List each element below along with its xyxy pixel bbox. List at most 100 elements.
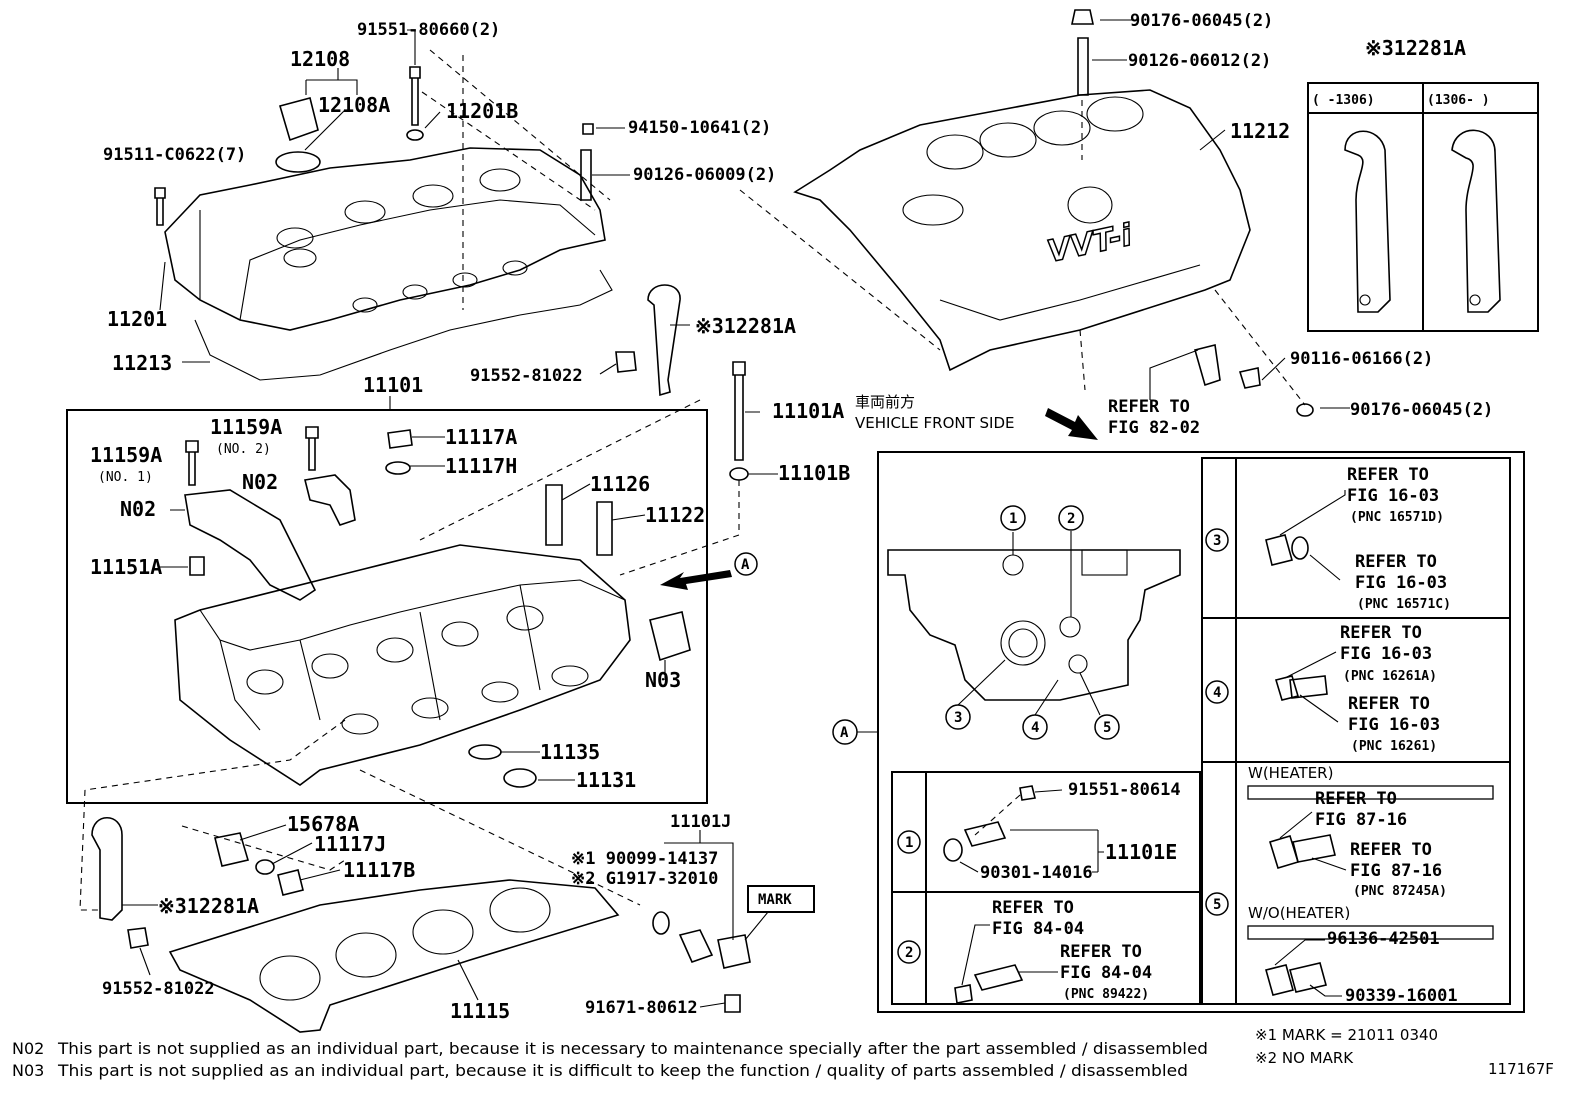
camshaft-cap-no1-drawing: [184, 489, 317, 601]
label-91552-81022-low[interactable]: 91552-81022: [102, 979, 215, 999]
label-91671-80612[interactable]: 91671-80612: [585, 998, 698, 1018]
sub-circle-4-label: 4: [1213, 685, 1221, 701]
label-94150-10641[interactable]: 94150-10641(2): [628, 118, 771, 138]
label-90116-06166[interactable]: 90116-06166(2): [1290, 349, 1433, 369]
label-11101B[interactable]: 11101B: [778, 461, 850, 485]
label-11101J[interactable]: 11101J: [670, 812, 731, 832]
label-12281A-box[interactable]: ※312281A: [1365, 36, 1466, 60]
label-11213[interactable]: 11213: [112, 351, 172, 375]
engine-cover-group: VVT-i: [739, 9, 1350, 417]
d2-fig1[interactable]: FIG 84-04: [992, 919, 1084, 939]
d1-gasket-label[interactable]: 90301-14016: [980, 863, 1093, 883]
cylinder-head-cover-group: [154, 29, 630, 381]
d5-p2[interactable]: 90339-16001: [1345, 986, 1458, 1006]
label-11117B[interactable]: 11117B: [343, 858, 415, 882]
detail-a-letter: A: [840, 725, 849, 741]
detail-circle-2-label: 2: [1067, 511, 1075, 527]
d2-refer2: REFER TO: [1060, 942, 1142, 962]
label-15678A[interactable]: 15678A: [287, 812, 359, 836]
detail-circle-2[interactable]: [1058, 505, 1084, 531]
d4-fig2[interactable]: FIG 16-03: [1348, 715, 1440, 735]
oil-filler-cap-drawing: [279, 97, 319, 142]
label-11126[interactable]: 11126: [590, 472, 650, 496]
label-11159A-no2[interactable]: 11159A: [210, 415, 282, 439]
d4-refer2: REFER TO: [1348, 694, 1430, 714]
label-11159A-no1[interactable]: 11159A: [90, 443, 162, 467]
cylinder-head-cover-drawing: [164, 147, 606, 331]
sub-circle-1-label: 1: [905, 835, 913, 851]
d1-bolt-label[interactable]: 91551-80614: [1068, 780, 1181, 800]
label-11201[interactable]: 11201: [107, 307, 167, 331]
callout-a-circle[interactable]: [734, 552, 758, 576]
callout-a-letter: A: [741, 557, 750, 573]
engine-block-detail-drawing: [887, 549, 1181, 701]
d5-fig1[interactable]: FIG 87-16: [1315, 810, 1407, 830]
bracket-drawing-mid: [647, 284, 681, 397]
label-11201B[interactable]: 11201B: [446, 99, 518, 123]
detail-circle-4[interactable]: [1022, 714, 1048, 740]
label-11131[interactable]: 11131: [576, 768, 636, 792]
detail-view-a: A 1 2 3 4 5 1 2: [832, 451, 1525, 1013]
refer-to-82-line1: REFER TO: [1108, 397, 1190, 417]
label-11135[interactable]: 11135: [540, 740, 600, 764]
d3-fig2[interactable]: FIG 16-03: [1355, 573, 1447, 593]
d2-fig2[interactable]: FIG 84-04: [1060, 963, 1152, 983]
note-n02-code: N02: [12, 1039, 44, 1058]
label-12281A-low[interactable]: ※312281A: [158, 894, 259, 918]
figure-number: 117167F: [1488, 1060, 1554, 1078]
label-11117H[interactable]: 11117H: [445, 454, 517, 478]
cylinder-head-drawing: [174, 544, 631, 786]
label-90126-06009[interactable]: 90126-06009(2): [633, 165, 776, 185]
d5-fig2[interactable]: FIG 87-16: [1350, 861, 1442, 881]
d5-pnc: (PNC 87245A): [1353, 884, 1447, 899]
d4-fig1[interactable]: FIG 16-03: [1340, 644, 1432, 664]
label-12108[interactable]: 12108: [290, 47, 350, 71]
vvti-logo: VVT-i: [1044, 218, 1135, 270]
label-12281A-mid[interactable]: ※312281A: [695, 314, 796, 338]
label-mark2-part[interactable]: ※2 G1917-32010: [571, 869, 718, 889]
d3-fig1[interactable]: FIG 16-03: [1347, 486, 1439, 506]
label-11151A[interactable]: 11151A: [90, 555, 162, 579]
label-90176-06045-right[interactable]: 90176-06045(2): [1350, 400, 1493, 420]
label-n02-b[interactable]: N02: [120, 497, 156, 521]
label-11101[interactable]: 11101: [363, 373, 423, 397]
refer-to-82-line2[interactable]: FIG 82-02: [1108, 418, 1200, 438]
detail-circle-1-label: 1: [1009, 511, 1017, 527]
bracket-drawing-low: [91, 817, 123, 921]
label-n03[interactable]: N03: [645, 668, 681, 692]
d5-wo-heater: W/O(HEATER): [1248, 904, 1350, 922]
label-91552-81022-mid[interactable]: 91552-81022: [470, 366, 583, 386]
label-91551-80660[interactable]: 91551-80660(2): [357, 20, 500, 40]
label-11115[interactable]: 11115: [450, 999, 510, 1023]
label-11117J[interactable]: 11117J: [314, 832, 386, 856]
sub-circle-1[interactable]: [897, 830, 921, 854]
label-91511-C0622[interactable]: 91511-C0622(7): [103, 145, 246, 165]
label-11117A[interactable]: 11117A: [445, 425, 517, 449]
label-mark1-part[interactable]: ※1 90099-14137: [571, 849, 718, 869]
label-11212[interactable]: 11212: [1230, 119, 1290, 143]
range-left: ( -1306): [1312, 93, 1375, 108]
label-no1: (NO. 1): [98, 470, 153, 485]
label-90176-06045-top[interactable]: 90176-06045(2): [1130, 11, 1273, 31]
d5-refer1: REFER TO: [1315, 789, 1397, 809]
label-n02-a[interactable]: N02: [242, 470, 278, 494]
note-mark1: ※1 MARK = 21011 0340: [1255, 1026, 1438, 1044]
detail-circle-5[interactable]: [1094, 714, 1120, 740]
sub-circle-3-label: 3: [1213, 533, 1221, 549]
view-a-arrow-icon: [660, 570, 732, 590]
label-11122[interactable]: 11122: [645, 503, 705, 527]
detail-circle-3[interactable]: [945, 704, 971, 730]
d1-part-label[interactable]: 11101E: [1105, 840, 1177, 864]
note-n03-code: N03: [12, 1061, 44, 1080]
sub-circle-4[interactable]: [1205, 680, 1229, 704]
label-90126-06012[interactable]: 90126-06012(2): [1128, 51, 1271, 71]
detail-circle-1[interactable]: [1000, 505, 1026, 531]
label-12108A[interactable]: 12108A: [318, 93, 390, 117]
sub-circle-5[interactable]: [1205, 892, 1229, 916]
sub-circle-2[interactable]: [897, 940, 921, 964]
cylinder-head-group: [84, 426, 732, 791]
label-11101A[interactable]: 11101A: [772, 399, 844, 423]
sub-circle-3[interactable]: [1205, 528, 1229, 552]
d4-pnc1: (PNC 16261A): [1343, 669, 1437, 684]
d5-p1[interactable]: 96136-42501: [1327, 929, 1440, 949]
